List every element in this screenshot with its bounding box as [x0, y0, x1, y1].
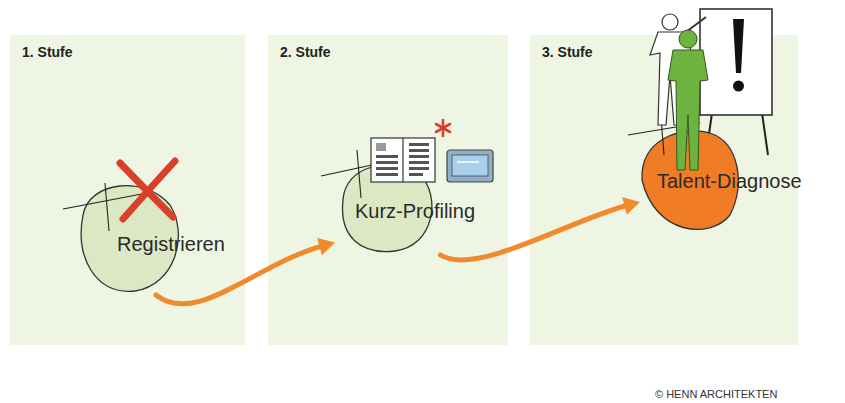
arrow-head — [622, 197, 640, 214]
step-label: Talent-Diagnose — [657, 170, 802, 193]
step-blob: Talent-Diagnose — [640, 125, 835, 235]
stage-panel: 3. StufeTalent-Diagnose — [530, 35, 798, 345]
stage-heading: 3. Stufe — [542, 44, 593, 60]
stage-heading: 2. Stufe — [280, 44, 331, 60]
stage-panel: 1. StufeRegistrieren — [10, 35, 245, 345]
stage-heading: 1. Stufe — [22, 44, 73, 60]
copyright-note: © HENN ARCHITEKTEN — [655, 388, 777, 400]
step-label: Registrieren — [117, 233, 225, 256]
stage-panel: 2. StufeKurz-Profiling — [268, 35, 508, 345]
step-label: Kurz-Profiling — [355, 200, 475, 223]
step-blob: Kurz-Profiling — [335, 150, 520, 255]
step-blob: Registrieren — [75, 175, 255, 295]
panel-ground — [268, 35, 508, 345]
arrow-head — [317, 238, 335, 255]
